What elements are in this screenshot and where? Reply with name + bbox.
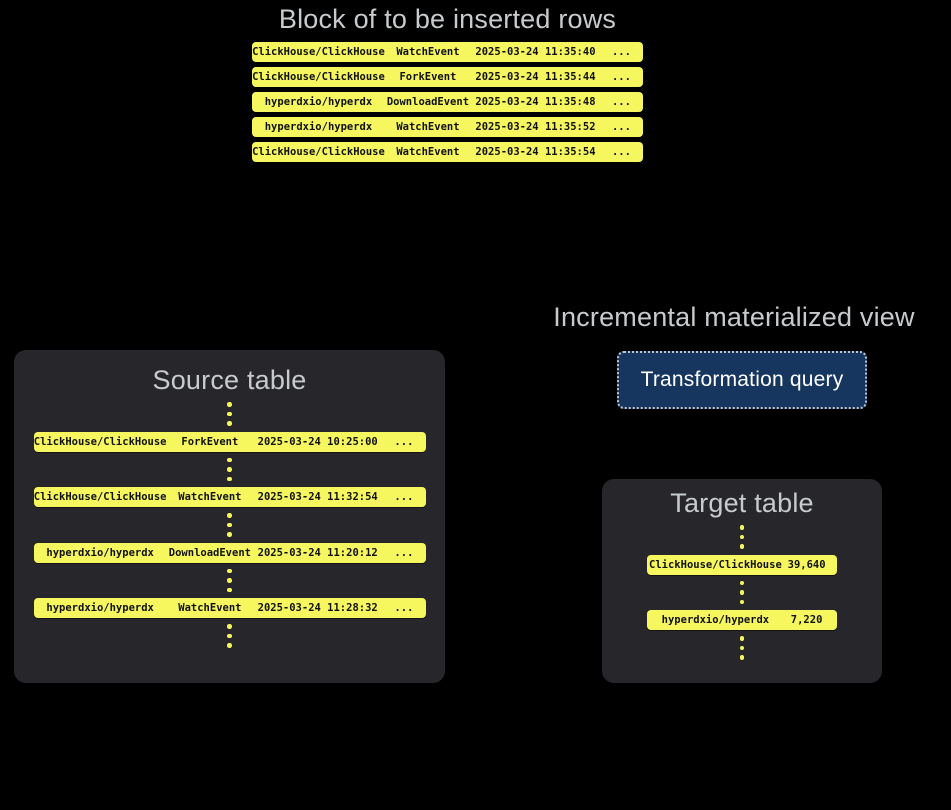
insert-rows: ClickHouse/ClickHouse WatchEvent 2025-03… xyxy=(252,42,643,162)
row-event-cell: DownloadEvent xyxy=(386,96,470,108)
row-event-cell: WatchEvent xyxy=(396,46,460,58)
source-row: hyperdxio/hyperdx WatchEvent 2025-03-24 … xyxy=(33,598,426,618)
row-timestamp-cell: 2025-03-24 11:35:44 xyxy=(475,71,596,83)
row-event-cell: WatchEvent xyxy=(178,491,242,503)
row-repo-cell: hyperdxio/hyperdx xyxy=(46,602,154,614)
vertical-ellipsis xyxy=(227,402,232,426)
inserted-row: hyperdxio/hyperdx WatchEvent 2025-03-24 … xyxy=(252,117,643,137)
materialized-view-label: Incremental materialized view xyxy=(553,302,915,332)
transformation-query-label: Transformation query xyxy=(640,368,844,391)
target-table-title: Target table xyxy=(670,488,814,518)
target-row: ClickHouse/ClickHouse 39,640 xyxy=(647,554,837,575)
vertical-ellipsis xyxy=(227,457,232,481)
row-timestamp-cell: 2025-03-24 11:35:48 xyxy=(475,96,596,108)
row-repo-cell: ClickHouse/ClickHouse xyxy=(252,146,385,158)
insert-block: Block of to be inserted rows ClickHouse/… xyxy=(252,0,643,162)
row-ellipsis-cell: ... xyxy=(611,96,631,108)
row-repo-cell: ClickHouse/ClickHouse xyxy=(33,435,167,448)
row-timestamp-cell: 2025-03-24 11:20:12 xyxy=(257,546,378,559)
target-table-panel: Target table ClickHouse/ClickHouse 39,64… xyxy=(602,479,882,683)
row-timestamp-cell: 2025-03-24 11:28:32 xyxy=(257,602,378,614)
vertical-ellipsis xyxy=(739,636,745,660)
source-row: ClickHouse/ClickHouse ForkEvent 2025-03-… xyxy=(33,431,426,452)
vertical-ellipsis xyxy=(227,513,232,537)
row-repo-cell: ClickHouse/ClickHouse xyxy=(33,491,167,503)
vertical-ellipsis xyxy=(739,580,745,604)
row-event-cell: WatchEvent xyxy=(396,121,460,133)
row-event-cell: ForkEvent xyxy=(181,435,239,448)
row-ellipsis-cell: ... xyxy=(611,71,631,83)
row-ellipsis-cell: ... xyxy=(611,46,631,58)
row-ellipsis-cell: ... xyxy=(394,435,414,448)
inserted-row: ClickHouse/ClickHouse WatchEvent 2025-03… xyxy=(252,142,643,162)
source-table-title: Source table xyxy=(152,365,307,395)
row-ellipsis-cell: ... xyxy=(394,491,414,503)
vertical-ellipsis xyxy=(227,624,232,648)
vertical-ellipsis xyxy=(227,568,232,592)
row-timestamp-cell: 2025-03-24 11:35:40 xyxy=(475,46,596,58)
row-ellipsis-cell: ... xyxy=(394,602,414,614)
target-row-repo: hyperdxio/hyperdx xyxy=(661,614,770,626)
row-timestamp-cell: 2025-03-24 10:25:00 xyxy=(257,435,378,448)
row-event-cell: DownloadEvent xyxy=(168,546,251,559)
row-repo-cell: hyperdxio/hyperdx xyxy=(264,96,373,108)
row-event-cell: WatchEvent xyxy=(396,146,460,158)
row-ellipsis-cell: ... xyxy=(394,546,414,559)
inserted-row: ClickHouse/ClickHouse WatchEvent 2025-03… xyxy=(252,42,643,62)
transformation-query-box: Transformation query xyxy=(617,351,867,409)
source-row: hyperdxio/hyperdx DownloadEvent 2025-03-… xyxy=(33,542,426,563)
inserted-row: hyperdxio/hyperdx DownloadEvent 2025-03-… xyxy=(252,92,643,112)
inserted-row: ClickHouse/ClickHouse ForkEvent 2025-03-… xyxy=(252,67,643,87)
row-event-cell: ForkEvent xyxy=(399,71,457,83)
row-ellipsis-cell: ... xyxy=(611,146,631,158)
source-table-panel: Source table ClickHouse/ClickHouse ForkE… xyxy=(14,350,445,683)
row-repo-cell: ClickHouse/ClickHouse xyxy=(252,46,385,58)
row-timestamp-cell: 2025-03-24 11:35:54 xyxy=(475,146,596,158)
row-timestamp-cell: 2025-03-24 11:35:52 xyxy=(475,121,596,133)
target-row-repo: ClickHouse/ClickHouse xyxy=(649,558,782,571)
target-row: hyperdxio/hyperdx 7,220 xyxy=(647,610,837,630)
target-row-count: 39,640 xyxy=(787,558,826,571)
source-row: ClickHouse/ClickHouse WatchEvent 2025-03… xyxy=(33,487,426,507)
row-event-cell: WatchEvent xyxy=(178,602,242,614)
row-timestamp-cell: 2025-03-24 11:32:54 xyxy=(257,491,378,503)
row-repo-cell: hyperdxio/hyperdx xyxy=(46,546,154,559)
target-row-count: 7,220 xyxy=(790,614,823,626)
row-repo-cell: hyperdxio/hyperdx xyxy=(264,121,373,133)
row-repo-cell: ClickHouse/ClickHouse xyxy=(252,71,385,83)
row-ellipsis-cell: ... xyxy=(611,121,631,133)
vertical-ellipsis xyxy=(739,525,745,549)
insert-block-title: Block of to be inserted rows xyxy=(278,4,617,34)
